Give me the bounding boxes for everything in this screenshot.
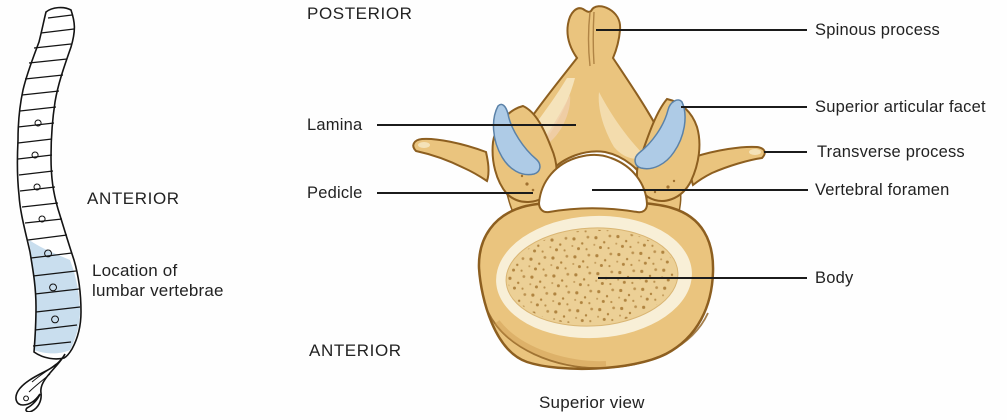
vertebral-body-bottom-shade [494,320,607,368]
vertebral-body-speckle-texture [508,229,676,325]
spinous-groove-lines [587,11,595,67]
anterior-label-inset: ANTERIOR [87,189,180,208]
label-transverse-process: Transverse process [817,143,965,161]
transverse-process-left-shape [412,137,490,183]
label-spinous-process: Spinous process [815,21,940,39]
label-lamina: Lamina [307,116,363,134]
lumbar-caption-line2: lumbar vertebrae [92,281,224,300]
posterior-label: POSTERIOR [307,4,413,23]
vertebral-body-bottom-lip [487,311,709,369]
pedicle-dots [520,174,676,194]
superior-view-caption: Superior view [539,393,645,412]
right-horn-highlight [749,149,761,155]
label-vertebral-foramen: Vertebral foramen [815,181,950,199]
lumbar-location-caption: Location of lumbar vertebrae [92,261,224,301]
anterior-label-diagram: ANTERIOR [309,341,402,360]
lumbar-caption-line1: Location of [92,261,178,280]
superior-articular-facet-right [634,99,686,170]
lamina-left-pink-shade [538,95,571,147]
superior-articular-facet-left [492,103,541,176]
vertebra-superior-illustration [412,5,766,371]
label-body: Body [815,269,854,287]
lumbar-region-highlight [29,240,80,354]
sacrum-detail-lines [23,363,57,402]
spine-lateral-illustration [15,6,82,412]
label-pedicle: Pedicle [307,184,363,202]
sacrum-shape [15,353,66,412]
transverse-process-right-shape [690,145,766,187]
vertebral-foramen-shape [537,153,649,214]
left-horn-highlight [418,142,430,148]
label-superior-articular-facet: Superior articular facet [815,98,986,116]
facet-detail-squiggles [31,119,59,324]
